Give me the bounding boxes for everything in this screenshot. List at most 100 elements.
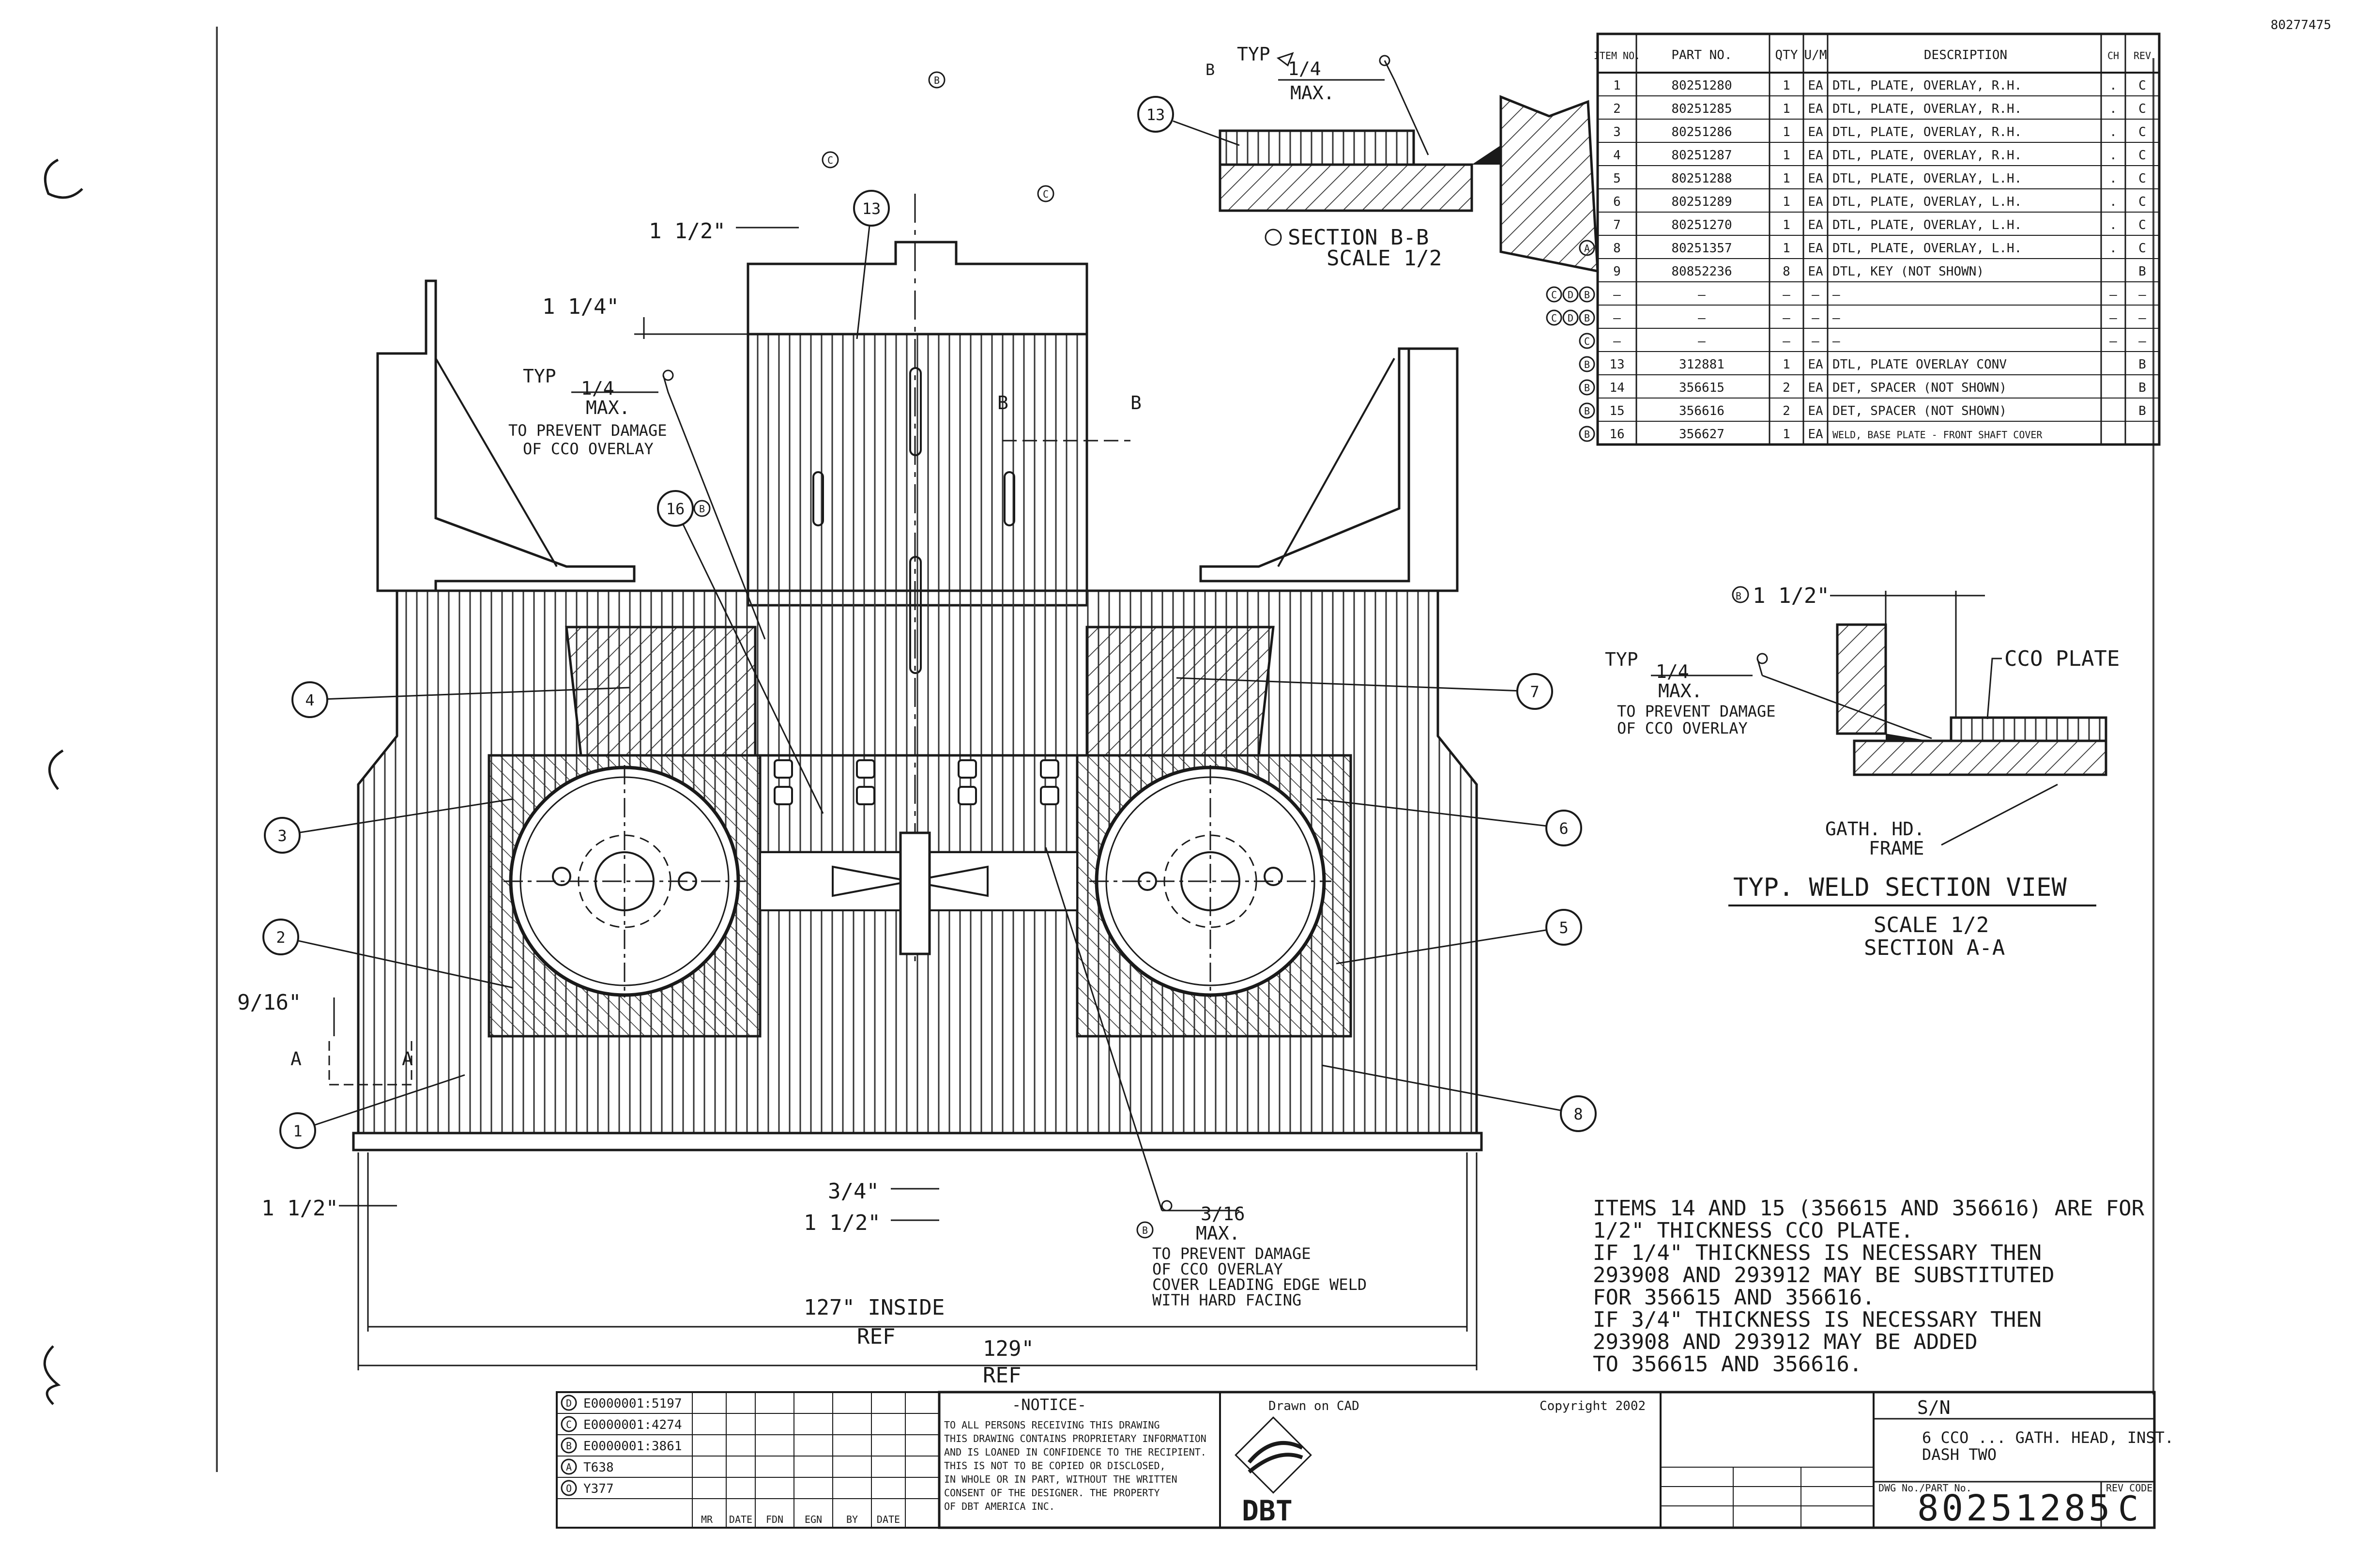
svg-text:B: B: [566, 1440, 572, 1452]
svg-text:1: 1: [1613, 78, 1621, 93]
svg-text:356615: 356615: [1679, 381, 1724, 395]
dim-3-4: 3/4": [828, 1179, 879, 1204]
svg-text:—: —: [1783, 334, 1790, 349]
svg-text:—: —: [1613, 311, 1621, 325]
table-row: ———————C: [1579, 333, 2146, 349]
dim-1-1-4: 1 1/4": [542, 294, 619, 319]
upper-center-plate: [747, 333, 1088, 607]
upper-plate-outline: [747, 241, 1088, 334]
svg-text:4: 4: [1613, 148, 1621, 163]
balloon-2: 2: [262, 919, 514, 989]
svg-text:B: B: [1584, 289, 1590, 301]
rev-col-header: FDN: [766, 1514, 783, 1525]
section-bb-title: SECTION B-B: [1288, 225, 1429, 250]
svg-text:B: B: [1142, 1225, 1148, 1236]
svg-text:80251287: 80251287: [1671, 148, 1732, 163]
svg-text:EA: EA: [1808, 357, 1823, 372]
right-arm-frame: [1199, 347, 1459, 592]
svg-text:—: —: [1613, 334, 1621, 349]
svg-text:1: 1: [1783, 427, 1790, 442]
svg-text:7: 7: [1613, 218, 1621, 232]
left-arm-frame: [376, 279, 636, 592]
svg-text:A: A: [566, 1461, 572, 1473]
weld-size-label: 1/4: [1656, 661, 1689, 682]
notice-line: THIS DRAWING CONTAINS PROPRIETARY INFORM…: [944, 1433, 1206, 1444]
svg-text:C: C: [2138, 148, 2146, 163]
svg-text:—: —: [1698, 288, 1706, 302]
svg-text:80251280: 80251280: [1671, 78, 1732, 93]
rev-mark: B: [1205, 61, 1215, 79]
svg-text:EA: EA: [1808, 195, 1823, 209]
prevent-note: TO PREVENT DAMAGE: [508, 421, 667, 440]
svg-text:B: B: [1584, 405, 1590, 417]
svg-text:C: C: [2138, 78, 2146, 93]
rev-circle: [1579, 286, 1595, 303]
rev-circle: [1732, 586, 1749, 603]
svg-text:—: —: [1783, 311, 1790, 325]
balloon-leader: [1173, 120, 1240, 146]
table-header: ITEM NO.: [1594, 50, 1640, 61]
weld-cco-plate: [1950, 716, 2107, 742]
note-line: FOR 356615 AND 356616.: [1593, 1285, 1875, 1310]
slot: [909, 367, 922, 456]
dim-129: 129": [983, 1336, 1034, 1361]
svg-text:—: —: [1698, 311, 1706, 325]
svg-text:T638: T638: [583, 1460, 614, 1475]
balloon-5: 5: [1336, 909, 1582, 965]
notice-line: TO ALL PERSONS RECEIVING THIS DRAWING: [944, 1419, 1160, 1431]
section-b-mark: B: [1130, 392, 1142, 414]
balloon-7: 7: [1176, 673, 1553, 710]
svg-text:4: 4: [305, 691, 314, 709]
svg-text:—: —: [2138, 334, 2146, 349]
svg-text:1: 1: [1783, 218, 1790, 232]
balloon-6: 6: [1316, 798, 1582, 846]
weld-typ-label: TYP: [1237, 44, 1270, 65]
svg-text:E0000001:5197: E0000001:5197: [583, 1396, 682, 1411]
svg-text:C: C: [1043, 188, 1049, 200]
svg-text:EA: EA: [1808, 381, 1823, 395]
key-slot: [899, 831, 931, 955]
svg-text:16: 16: [1609, 427, 1624, 442]
weld-symbol: [1276, 52, 1395, 81]
bb-base-plate: [1219, 163, 1473, 212]
svg-text:1: 1: [293, 1122, 302, 1140]
arm-braces: [435, 357, 1395, 567]
svg-text:.: .: [2109, 171, 2117, 186]
svg-text:B: B: [1584, 429, 1590, 440]
cco-plate-label: CCO PLATE: [2004, 646, 2120, 671]
svg-text:—: —: [1812, 334, 1819, 349]
svg-text:.: .: [2109, 195, 2117, 209]
margin-mark: [48, 749, 64, 790]
items-note: ITEMS 14 AND 15 (356615 AND 356616) ARE …: [1593, 1196, 2145, 1377]
note-line: 1/2" THICKNESS CCO PLATE.: [1593, 1218, 1913, 1243]
svg-text:13: 13: [1609, 357, 1624, 372]
bb-plate: [1219, 129, 1415, 166]
svg-text:C: C: [1551, 312, 1557, 324]
rev-circle: B: [693, 500, 711, 517]
svg-text:7: 7: [1530, 683, 1539, 701]
weld-arrow: [1393, 79, 1429, 155]
svg-text:1: 1: [1783, 148, 1790, 163]
svg-text:DTL, PLATE, OVERLAY, L.H.: DTL, PLATE, OVERLAY, L.H.: [1832, 195, 2022, 209]
svg-text:6: 6: [1559, 819, 1568, 838]
weld-max-label: MAX.: [1658, 680, 1703, 702]
svg-text:.: .: [2109, 241, 2117, 256]
plate-leader: [1986, 658, 2002, 720]
section-bb-detail: 13 TYP 1/4 MAX. B SECTION B-B SCALE 1/2: [1137, 44, 1599, 273]
svg-text:8: 8: [1783, 264, 1790, 279]
overlay-plate-4: [565, 626, 757, 757]
rev-circle: [1579, 309, 1595, 326]
weld-3-16: 3/16: [1201, 1203, 1245, 1225]
svg-text:B: B: [2138, 264, 2146, 279]
balloon-4: 4: [291, 681, 630, 718]
